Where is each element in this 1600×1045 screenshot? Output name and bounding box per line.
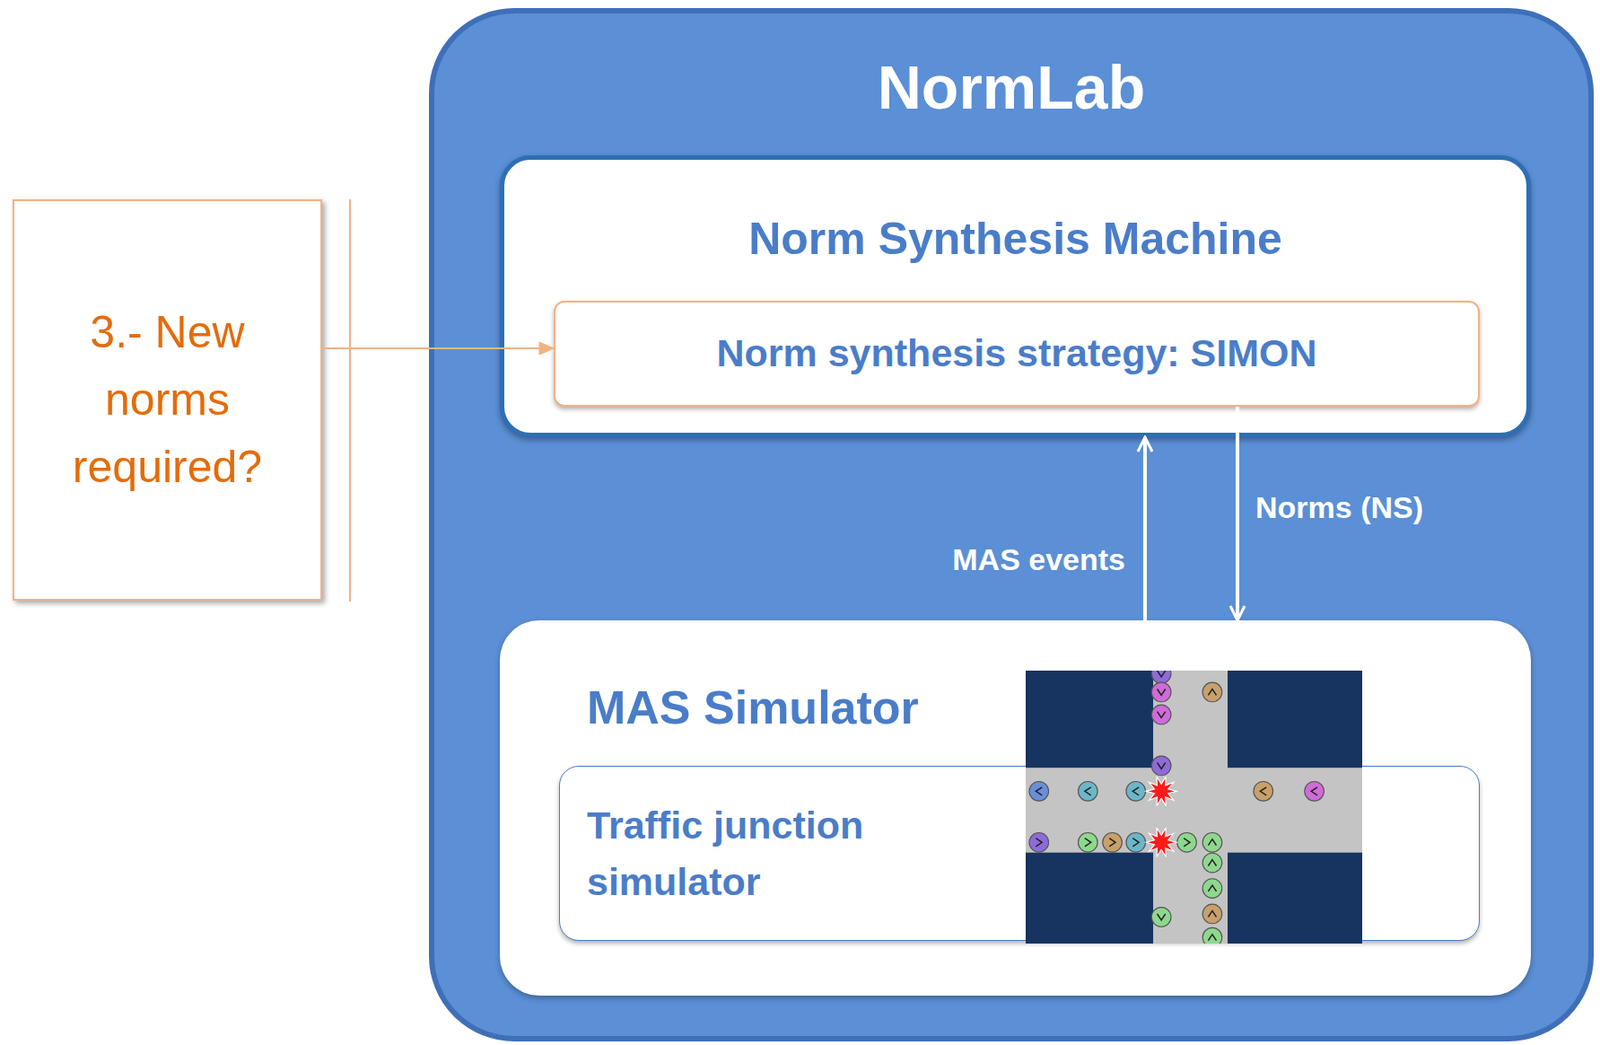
car-direction [1035, 786, 1042, 796]
car-direction [1109, 838, 1116, 847]
collision-mark [1145, 827, 1177, 857]
car-dot [1078, 781, 1099, 802]
car-dot [1202, 878, 1223, 899]
car-direction [1207, 884, 1216, 892]
car-direction [1207, 859, 1216, 866]
junction-block [1025, 670, 1363, 944]
car-dot [1151, 670, 1172, 683]
node-text: MAS Simulator [586, 679, 919, 735]
callout-box: 3.- New norms required? [12, 199, 323, 601]
edge-label: MAS events [952, 542, 1126, 578]
simulator-box: Traffic junction simulator MAS Simulator [499, 620, 1531, 996]
car-dot [1151, 681, 1172, 702]
car-dot [1029, 831, 1050, 852]
car-direction [1035, 838, 1042, 847]
edge-label: Norms (NS) [1255, 489, 1424, 525]
car-direction [1132, 838, 1139, 847]
strategy-box: Norm synthesis strategy: SIMON [553, 300, 1480, 407]
car-direction [1207, 934, 1216, 941]
car-direction [1084, 838, 1092, 847]
car-dot [1202, 903, 1223, 924]
car-direction [1084, 786, 1092, 796]
car-dot [1126, 781, 1146, 802]
car-dot [1202, 852, 1223, 873]
connector-arrow [1235, 406, 1240, 621]
car-direction [1207, 839, 1216, 846]
car-dot [1078, 831, 1099, 852]
car-dot [1126, 831, 1146, 852]
car-dot [1177, 831, 1198, 852]
car-direction [1157, 711, 1166, 718]
node-text: Norm Synthesis Machine [748, 211, 1283, 266]
car-direction [1132, 786, 1139, 796]
node-text: 3.- New norms required? [50, 298, 285, 501]
car-dot [1253, 781, 1274, 802]
traffic-junction-illustration [1025, 670, 1363, 944]
car-group [1029, 670, 1324, 944]
node-text: NormLab [877, 51, 1146, 125]
horizontal-road [1025, 767, 1363, 853]
car-dot [1304, 781, 1325, 802]
node-text: Traffic junction simulator [586, 796, 982, 910]
connector-arrow [1143, 437, 1147, 621]
car-direction [1157, 688, 1166, 695]
car-dot [1151, 755, 1172, 776]
car-direction [1157, 761, 1166, 769]
car-direction [1259, 786, 1267, 796]
car-dot [1202, 681, 1223, 702]
car-direction [1157, 670, 1166, 677]
outer-frame: Norm synthesis strategy: SIMON Norm Synth… [428, 8, 1594, 1041]
car-dot [1102, 831, 1123, 852]
car-direction [1311, 786, 1318, 796]
collision-mark [1145, 776, 1177, 806]
car-direction [1207, 688, 1216, 695]
node-text: Norm synthesis strategy: SIMON [716, 330, 1317, 377]
car-direction [1157, 913, 1166, 920]
car-dot [1151, 704, 1172, 725]
machine-box: Norm synthesis strategy: SIMON Norm Synth… [499, 155, 1531, 438]
car-dot [1151, 907, 1172, 927]
car-direction [1207, 910, 1216, 918]
car-dot [1029, 781, 1050, 802]
car-dot [1202, 831, 1223, 852]
connector-arrow [322, 347, 554, 350]
car-dot [1202, 926, 1223, 944]
callout-bracket-line [349, 199, 351, 602]
car-direction [1183, 838, 1190, 847]
